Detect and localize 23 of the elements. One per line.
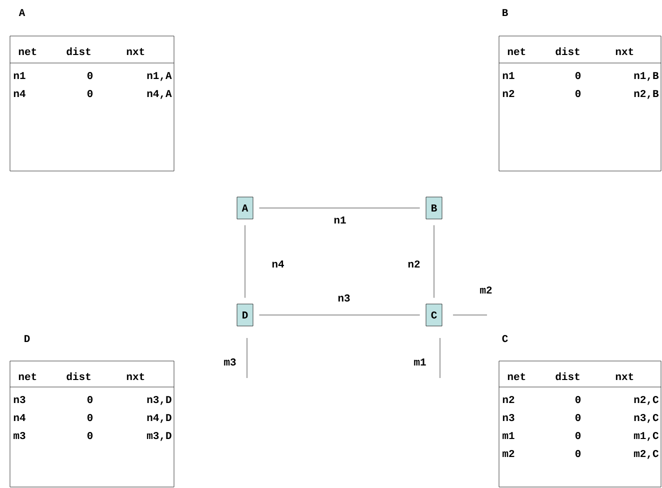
link-line	[246, 338, 248, 378]
link-line	[259, 314, 420, 316]
edge-label: n4	[270, 260, 286, 268]
edge-label: n1	[332, 216, 348, 224]
routing-table: B net dist nxt n1 0 n1,B n2 0 n2,B	[498, 9, 662, 172]
node-label: C	[502, 334, 508, 342]
routing-table: A net dist nxt n1 0 n1,A n4 0 n4,A	[10, 9, 174, 172]
edge-label: n3	[336, 293, 352, 303]
router-box: D	[236, 304, 254, 326]
routing-table: C net dist nxt n2 0 n2,C n3 0 n3,C m1 0 m1,C m2 0 m2,C	[498, 334, 662, 488]
edge-label: m3	[222, 357, 238, 367]
edge-label: m1	[412, 358, 428, 366]
routing-table: D net dist nxt n3 0 n3,D n4 0 n4,D m3 0 m3,D	[10, 335, 174, 488]
edge-label: m2	[478, 286, 494, 295]
link-line	[452, 314, 488, 316]
edge-label: n2	[406, 260, 422, 269]
node-label: D	[24, 335, 30, 342]
router-box: A	[236, 196, 254, 220]
node-label: B	[502, 9, 508, 16]
router-box: B	[426, 196, 442, 220]
link-line	[244, 225, 246, 298]
router-box: C	[426, 304, 442, 326]
node-label: A	[18, 9, 26, 16]
